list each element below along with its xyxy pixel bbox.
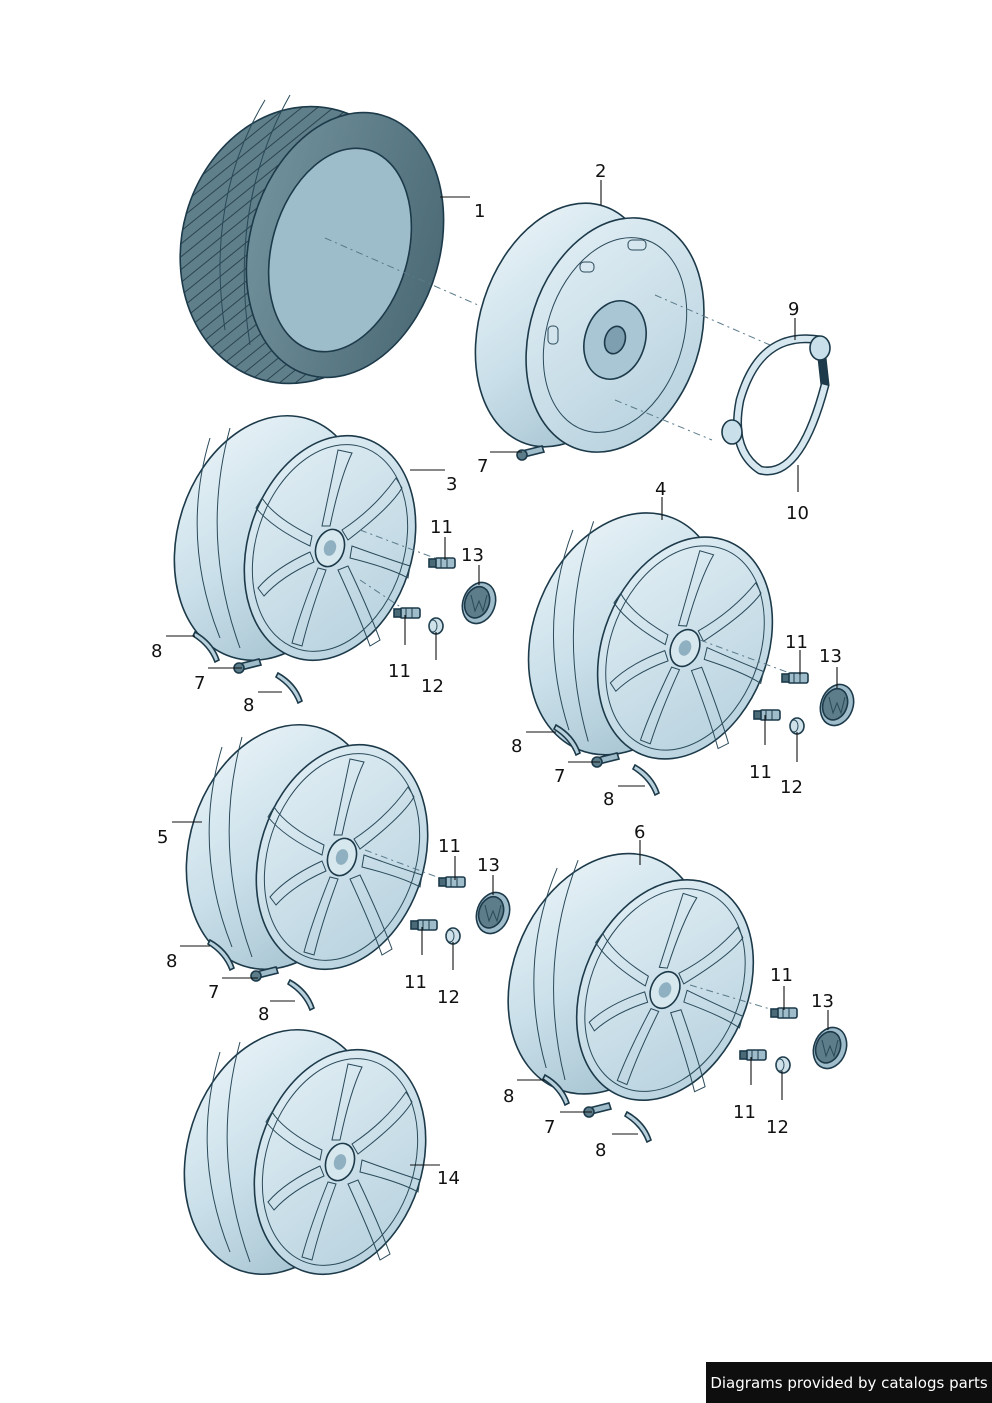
callout-3: 3 (446, 474, 457, 495)
tyre-illustration (179, 94, 479, 385)
alloy-wheel-4-illustration (488, 477, 811, 794)
callout-7: 7 (554, 766, 565, 787)
credit-banner[interactable]: Diagrams provided by catalogs parts (706, 1362, 992, 1403)
callout-12: 12 (780, 777, 803, 798)
callout-8: 8 (151, 641, 162, 662)
callout-7: 7 (208, 982, 219, 1003)
callout-8: 8 (595, 1140, 606, 1161)
callout-12: 12 (437, 987, 460, 1008)
callout-1: 1 (474, 201, 485, 222)
callout-9: 9 (788, 299, 799, 320)
callout-11: 11 (438, 836, 461, 857)
callout-8: 8 (603, 789, 614, 810)
callout-11: 11 (770, 965, 793, 986)
callout-4: 4 (655, 479, 666, 500)
callout-8: 8 (166, 951, 177, 972)
callout-11: 11 (733, 1102, 756, 1123)
alloy-wheel-14-illustration (153, 1003, 455, 1301)
credit-text: Diagrams provided by catalogs parts (710, 1373, 988, 1392)
leader-lines (166, 180, 838, 1166)
callout-7: 7 (477, 456, 488, 477)
callout-8: 8 (511, 736, 522, 757)
alloy-wheel-5-illustration (155, 698, 457, 996)
callout-7: 7 (544, 1117, 555, 1138)
callout-10: 10 (786, 503, 809, 524)
callout-8: 8 (258, 1004, 269, 1025)
callout-8: 8 (243, 695, 254, 716)
alloy-wheel-6-illustration (464, 813, 796, 1140)
callout-11: 11 (404, 972, 427, 993)
callout-14: 14 (437, 1168, 460, 1189)
callout-8: 8 (503, 1086, 514, 1107)
callout-13: 13 (461, 545, 484, 566)
callout-5: 5 (157, 827, 168, 848)
callout-12: 12 (766, 1117, 789, 1138)
callout-12: 12 (421, 676, 444, 697)
callout-11: 11 (430, 517, 453, 538)
callout-labels: 1 2 3 4 5 6 14 9 10 7 7 7 7 7 8 8 8 8 8 … (151, 161, 842, 1189)
callout-6: 6 (634, 822, 645, 843)
callout-13: 13 (819, 646, 842, 667)
callout-11: 11 (785, 632, 808, 653)
alloy-wheel-3-illustration (143, 389, 445, 687)
steel-wheel-illustration (474, 202, 771, 453)
callout-7: 7 (194, 673, 205, 694)
trim-ring-illustration (721, 334, 831, 476)
callout-2: 2 (595, 161, 606, 182)
callout-13: 13 (477, 855, 500, 876)
callout-11: 11 (749, 762, 772, 783)
callout-13: 13 (811, 991, 834, 1012)
callout-11: 11 (388, 661, 411, 682)
